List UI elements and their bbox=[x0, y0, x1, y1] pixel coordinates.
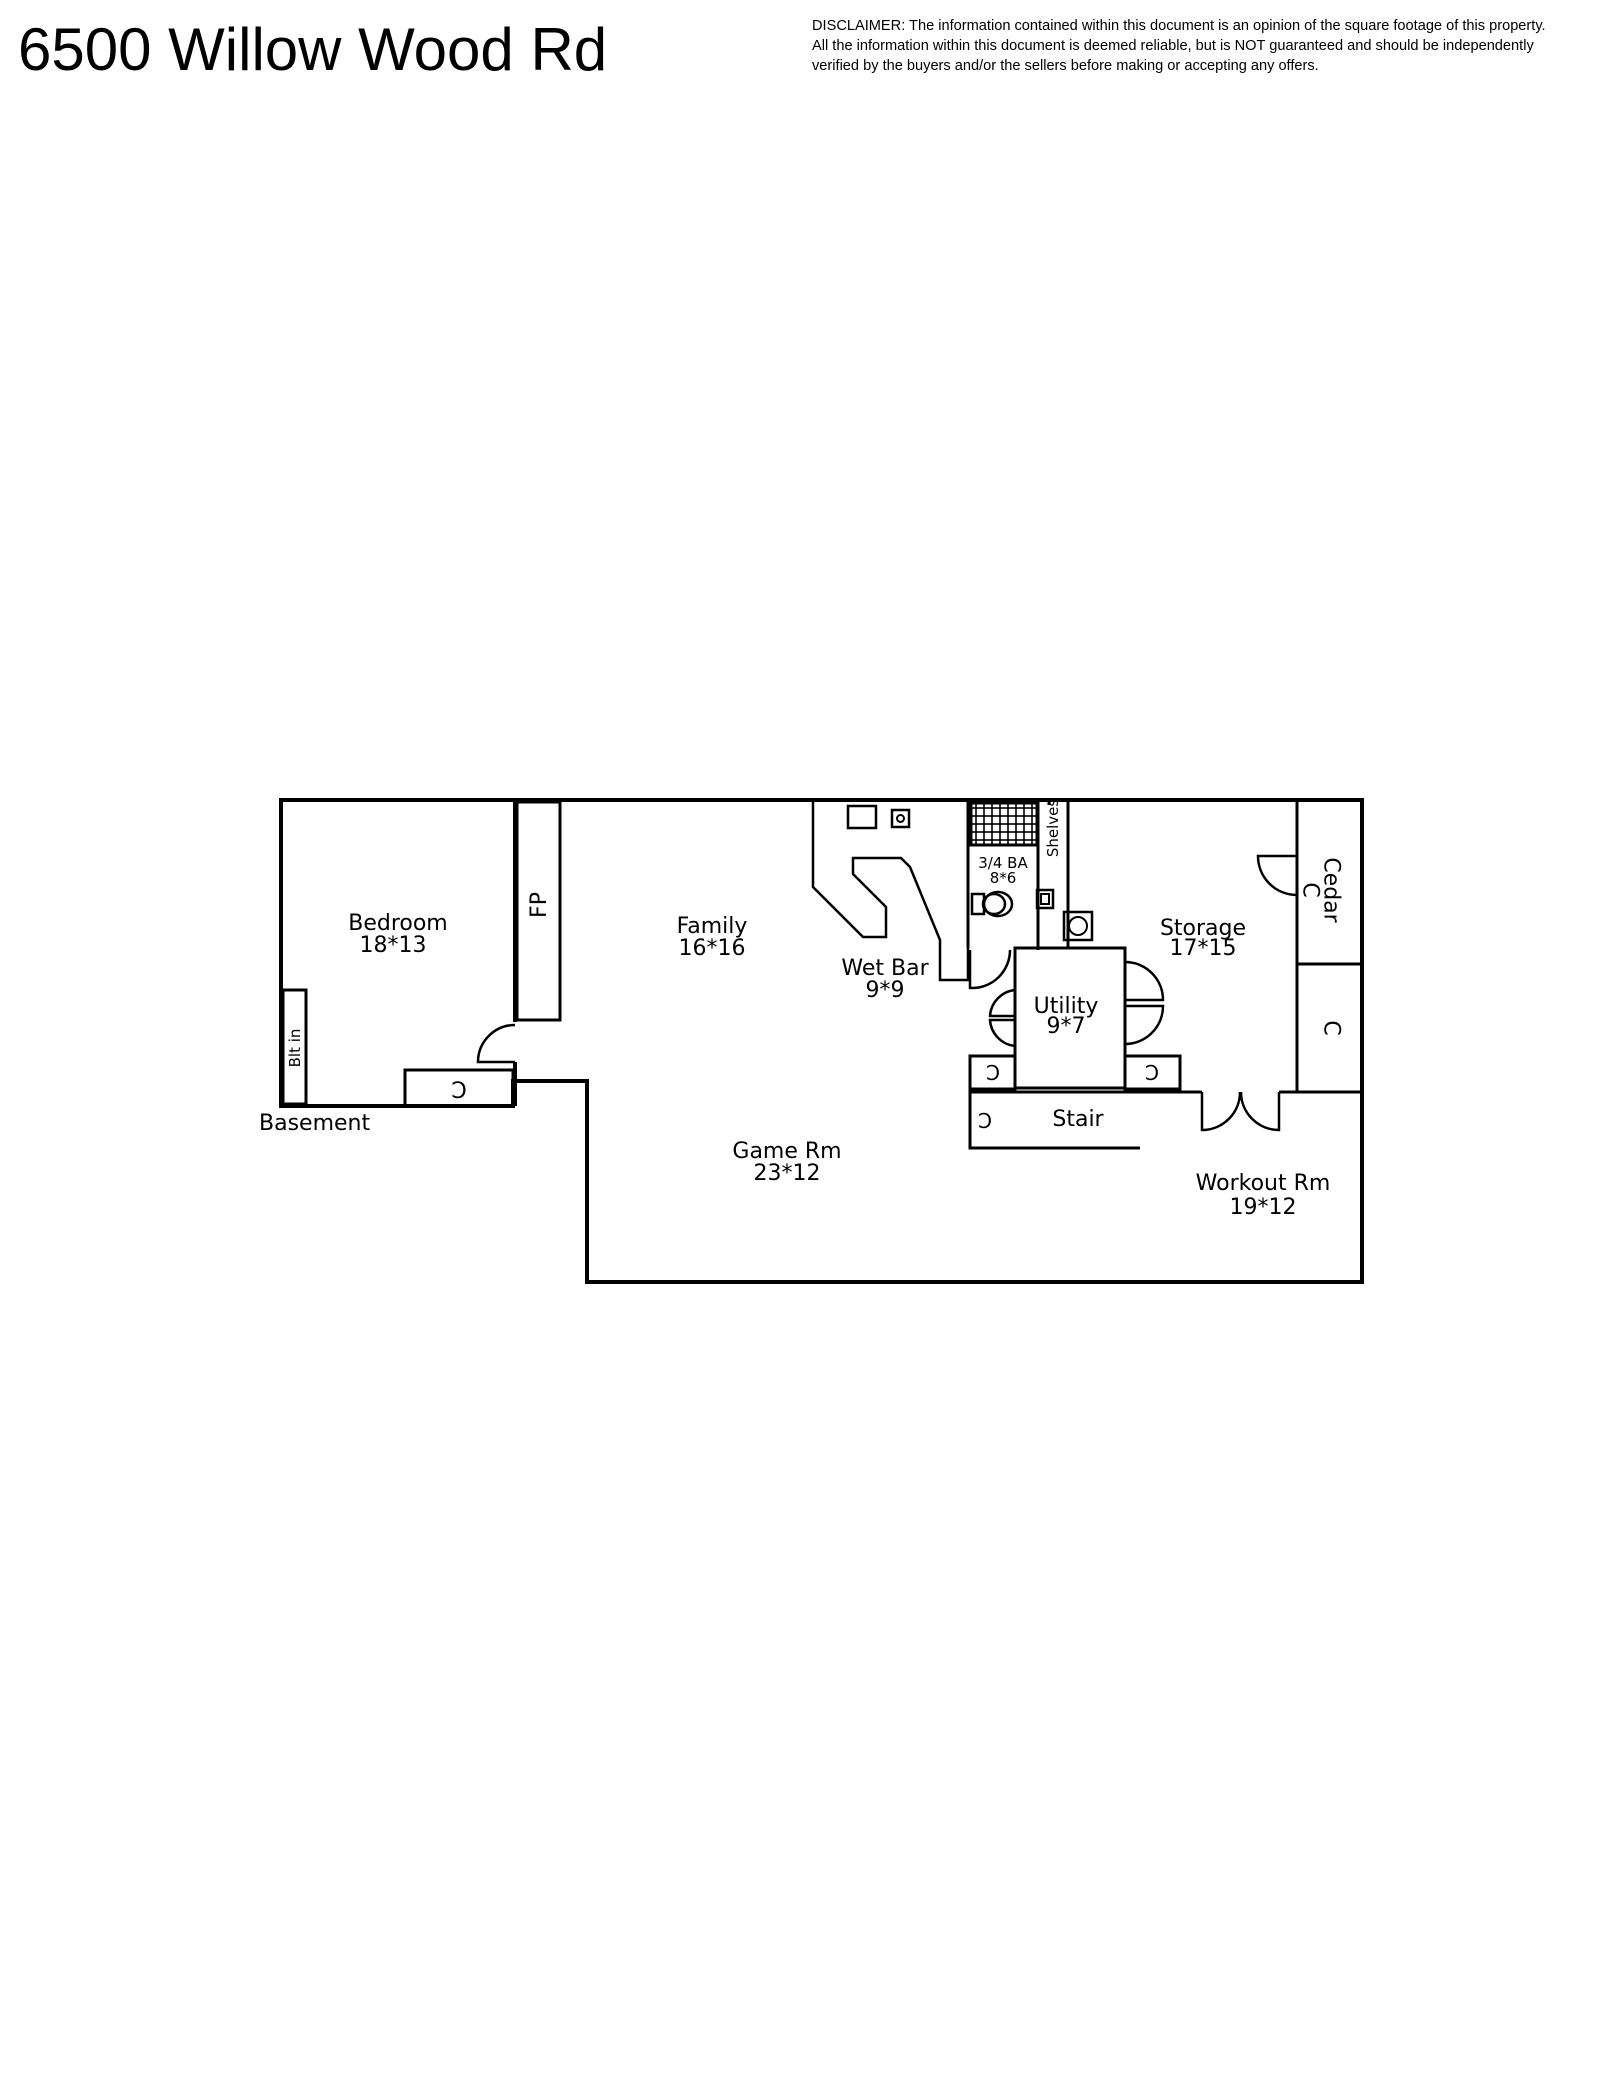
bedroom-closet-label: C bbox=[451, 1076, 466, 1101]
utility-left-doors bbox=[988, 988, 1016, 1048]
family-size: 16*16 bbox=[679, 936, 746, 961]
fireplace-label: FP bbox=[527, 892, 552, 918]
wet-bar-counter bbox=[811, 802, 970, 982]
bar-fridge bbox=[846, 804, 878, 830]
level-label: Basement bbox=[259, 1111, 370, 1136]
fireplace bbox=[515, 800, 562, 1022]
bedroom-name: Bedroom bbox=[348, 911, 448, 936]
storage-size: 17*15 bbox=[1170, 936, 1237, 961]
cedar-closet-door bbox=[1256, 854, 1298, 897]
disclaimer: DISCLAIMER: The information contained wi… bbox=[812, 16, 1602, 76]
family-name: Family bbox=[677, 914, 748, 939]
workout-room-size: 19*12 bbox=[1230, 1195, 1297, 1220]
stair bbox=[968, 1090, 1180, 1150]
game-room-name: Game Rm bbox=[732, 1139, 841, 1164]
wet-bar-name: Wet Bar bbox=[841, 956, 929, 981]
utility-name: Utility bbox=[1034, 994, 1099, 1019]
built-in bbox=[281, 988, 308, 1106]
utility-closet-left-label: C bbox=[986, 1060, 1000, 1084]
bedroom-closet bbox=[403, 1068, 515, 1108]
shelves-label: Shelves bbox=[1044, 799, 1062, 858]
bath-name: 3/4 BA bbox=[978, 854, 1028, 872]
disclaimer-line-2: All the information within this document… bbox=[812, 38, 1534, 54]
water-heater bbox=[1062, 910, 1094, 942]
bath-sink bbox=[1035, 888, 1055, 910]
workout-doors bbox=[1200, 1091, 1281, 1132]
game-room-size: 23*12 bbox=[754, 1161, 821, 1186]
utility-closet-left bbox=[968, 1054, 1017, 1091]
utility-closet-right-label: C bbox=[1145, 1060, 1159, 1084]
cedar-closet-c-label: C bbox=[1298, 882, 1323, 897]
cedar-label: Cedar bbox=[1319, 857, 1344, 923]
stair-label: Stair bbox=[1052, 1107, 1104, 1132]
utility-size: 9*7 bbox=[1047, 1014, 1086, 1039]
bar-sink bbox=[890, 808, 911, 829]
property-address: 6500 Willow Wood Rd bbox=[18, 16, 608, 83]
storage-closet-label: C bbox=[1319, 1020, 1344, 1035]
shower bbox=[969, 801, 1039, 847]
exterior-wall bbox=[279, 798, 1364, 1284]
utility-closet-right bbox=[1123, 1054, 1182, 1091]
stair-closet-label: C bbox=[978, 1108, 992, 1132]
built-in-label: Blt in bbox=[286, 1029, 304, 1068]
wet-bar-size: 9*9 bbox=[866, 978, 905, 1003]
storage-name: Storage bbox=[1160, 916, 1246, 941]
bath-door bbox=[968, 949, 1012, 990]
bedroom-door bbox=[476, 1023, 516, 1064]
utility-walls bbox=[1013, 946, 1127, 1090]
disclaimer-line-3: verified by the buyers and/or the seller… bbox=[812, 58, 1319, 74]
workout-room-name: Workout Rm bbox=[1196, 1171, 1331, 1196]
disclaimer-line-1: DISCLAIMER: The information contained wi… bbox=[812, 18, 1546, 34]
bedroom-size: 18*13 bbox=[360, 933, 427, 958]
utility-right-doors bbox=[1124, 960, 1165, 1046]
storage-walls bbox=[1180, 800, 1362, 1094]
bath-size: 8*6 bbox=[990, 869, 1017, 887]
